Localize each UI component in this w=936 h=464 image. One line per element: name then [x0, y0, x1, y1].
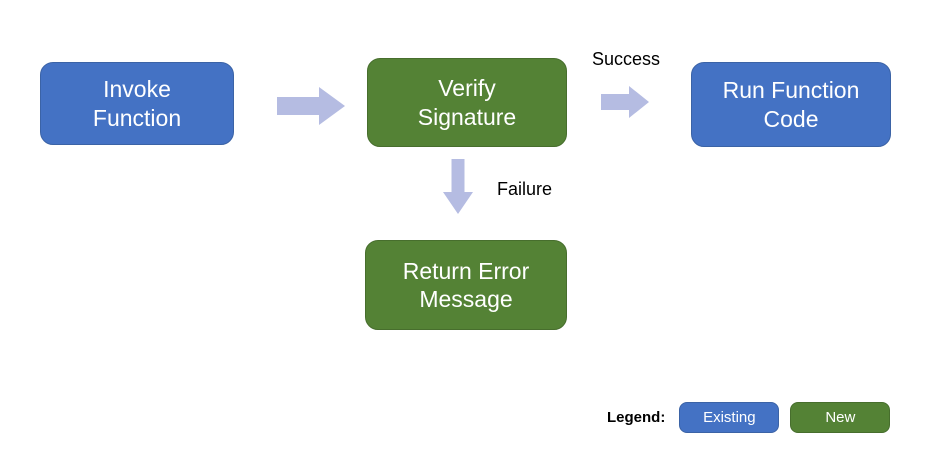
flow-arrow-right-icon	[601, 86, 649, 118]
flow-arrow-down-icon	[443, 159, 473, 214]
legend-chip-new: New	[790, 402, 891, 433]
legend: Legend: Existing New	[607, 402, 891, 433]
node-verify-signature: Verify Signature	[367, 58, 567, 147]
flow-arrow-right-icon	[277, 87, 345, 125]
node-run-function-code: Run Function Code	[691, 62, 891, 147]
edge-label-failure: Failure	[497, 179, 553, 199]
node-invoke-function: Invoke Function	[40, 62, 234, 145]
legend-title: Legend:	[607, 409, 666, 426]
legend-chip-existing: Existing	[679, 402, 780, 433]
edge-label-success: Success	[591, 49, 661, 69]
node-return-error-message: Return Error Message	[365, 240, 567, 330]
